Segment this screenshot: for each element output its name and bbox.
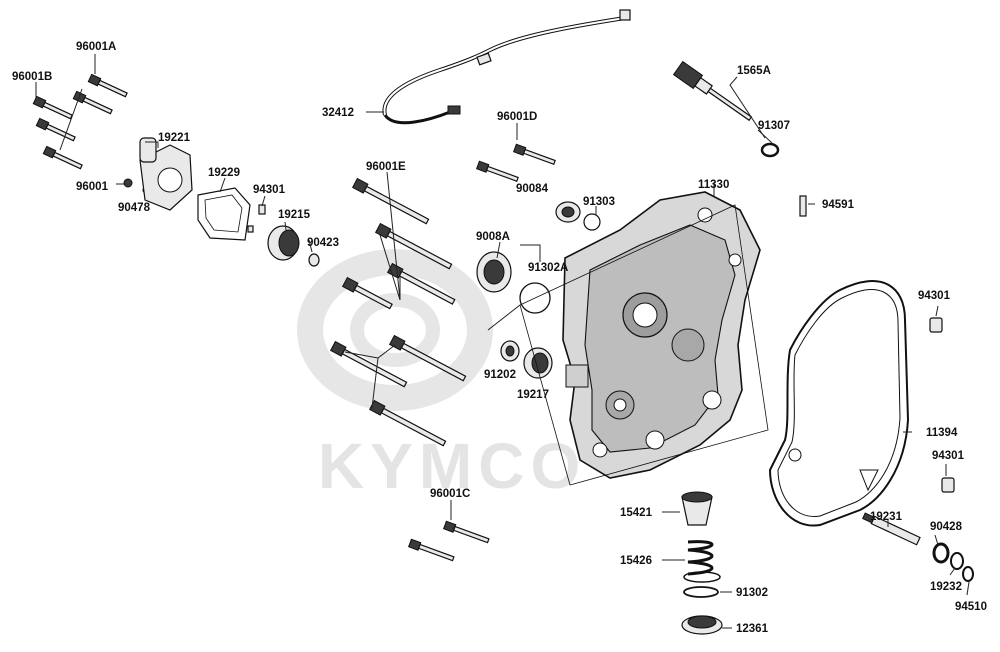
right-crankcase-cover xyxy=(562,191,761,479)
label-91302: 91302 xyxy=(736,587,768,599)
label-32412: 32412 xyxy=(322,107,354,119)
oil-dipstick xyxy=(672,60,780,158)
label-90478: 90478 xyxy=(118,202,151,214)
label-96001A: 96001A xyxy=(76,41,116,53)
oil-strainer-assembly xyxy=(681,491,723,635)
label-96001D: 96001D xyxy=(497,111,537,123)
label-1565A: 1565A xyxy=(737,65,771,77)
bolt-group-96001C xyxy=(407,520,490,562)
seals-and-caps xyxy=(476,201,601,379)
bolt-group-topleft xyxy=(32,73,150,194)
label-19221: 19221 xyxy=(158,132,191,144)
label-94301-upper: 94301 xyxy=(253,184,286,196)
water-pump-parts xyxy=(139,137,320,267)
label-19231: 19231 xyxy=(870,511,903,523)
label-19215: 19215 xyxy=(278,209,311,221)
label-91202: 91202 xyxy=(484,369,516,381)
label-96001C: 96001C xyxy=(430,488,470,500)
label-96001: 96001 xyxy=(76,181,109,193)
label-11330: 11330 xyxy=(698,179,729,191)
label-91307: 91307 xyxy=(758,120,790,132)
bolt-group-96001D xyxy=(475,143,556,183)
label-15426: 15426 xyxy=(620,555,652,567)
cover-group-outline xyxy=(487,204,769,486)
label-90423: 90423 xyxy=(307,237,339,249)
dowel-pins xyxy=(799,195,955,493)
cable-32412 xyxy=(382,9,631,125)
label-19217: 19217 xyxy=(517,389,549,401)
kickstart-shaft-parts xyxy=(862,512,974,582)
label-94301-right: 94301 xyxy=(918,290,951,302)
label-91302A: 91302A xyxy=(528,262,568,274)
label-9008A: 9008A xyxy=(476,231,510,243)
label-12361: 12361 xyxy=(736,623,769,635)
label-91303: 91303 xyxy=(583,196,615,208)
label-11394: 11394 xyxy=(926,427,958,439)
watermark-text: KYMCO xyxy=(318,430,586,502)
label-90428: 90428 xyxy=(930,521,963,533)
label-19229: 19229 xyxy=(208,167,240,179)
label-19232: 19232 xyxy=(930,581,962,593)
leader-lines xyxy=(35,54,970,629)
label-96001B: 96001B xyxy=(12,71,52,83)
part-labels: 96001A 96001B 96001 90478 19221 19229 94… xyxy=(12,41,987,635)
label-94301-lower: 94301 xyxy=(932,450,965,462)
label-96001E: 96001E xyxy=(366,161,406,173)
label-90084: 90084 xyxy=(516,183,549,195)
bolt-group-96001E xyxy=(329,177,467,447)
kymco-watermark: KYMCO xyxy=(297,249,586,502)
label-94591: 94591 xyxy=(822,199,855,211)
label-94510: 94510 xyxy=(955,601,987,613)
label-15421: 15421 xyxy=(620,507,653,519)
gasket-11394 xyxy=(768,280,910,527)
